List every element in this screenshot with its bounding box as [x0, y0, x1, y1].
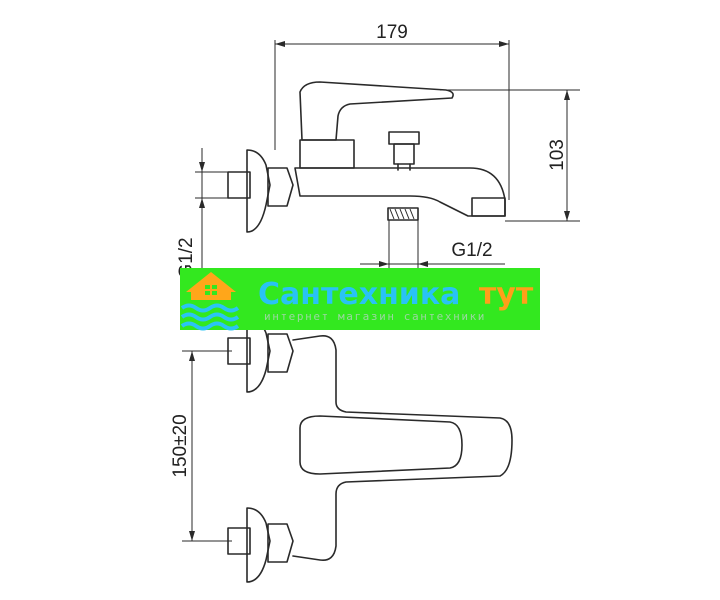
dimension-g12-bottom-label: G1/2 — [451, 240, 492, 261]
watermark-tagline: интернет магазин сантехники — [264, 310, 486, 323]
dimension-179: 179 — [274, 22, 510, 200]
watermark-banner: Сантехника тут интернет магазин сантехни… — [180, 268, 540, 331]
dimension-g12-bottom: G1/2 — [360, 220, 505, 270]
dimension-103: 103 — [440, 89, 580, 222]
dimension-150-label: 150±20 — [170, 414, 191, 477]
dimension-179-label: 179 — [376, 22, 408, 43]
watermark-brand-accent: тут — [479, 277, 534, 312]
dimension-150: 150±20 — [170, 350, 232, 542]
dimension-103-label: 103 — [547, 139, 568, 171]
house-waves-logo-icon — [180, 272, 240, 331]
faucet-front-view — [227, 317, 513, 583]
watermark-brand: Сантехника тут — [258, 277, 534, 312]
faucet-top-view — [227, 81, 506, 233]
watermark-brand-main: Сантехника — [258, 277, 460, 312]
